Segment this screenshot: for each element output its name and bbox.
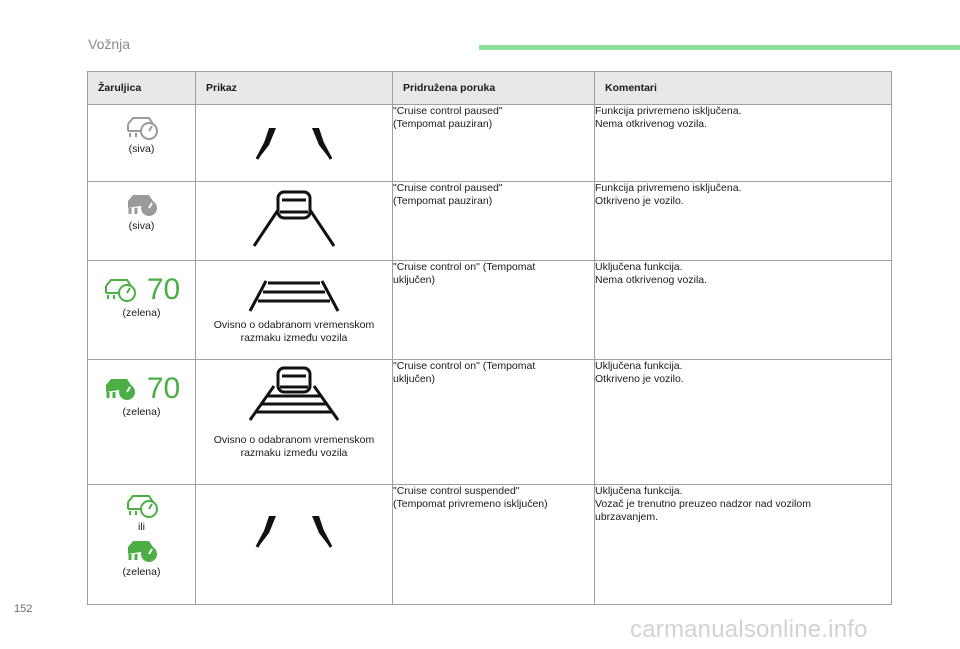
- lamp-caption: (siva): [128, 143, 155, 155]
- lamp-alt-word: ili: [138, 521, 145, 533]
- message-line: "Cruise control suspended": [393, 485, 520, 497]
- comment-cell: Uključena funkcija. Vozač je trenutno pr…: [594, 484, 892, 605]
- speed-value: 70: [146, 273, 181, 306]
- table-row: 70 (zelena): [87, 359, 892, 485]
- lamp-cell: (siva): [87, 104, 196, 182]
- lane-distance-bars-icon: [248, 280, 340, 312]
- message-line: uključen): [393, 373, 436, 385]
- prikaz-caption: Ovisno o odabranom vremenskom razmaku iz…: [213, 319, 375, 344]
- comment-cell: Uključena funkcija. Nema otkrivenog vozi…: [594, 260, 892, 360]
- comment-cell: Funkcija privremeno isključena. Nema otk…: [594, 104, 892, 182]
- header-poruka: Pridružena poruka: [392, 71, 595, 105]
- comment-cell: Uključena funkcija. Otkriveno je vozilo.: [594, 359, 892, 485]
- prikaz-caption: Ovisno o odabranom vremenskom razmaku iz…: [213, 434, 375, 459]
- message-line: (Tempomat privremeno isključen): [393, 498, 548, 510]
- cruise-control-outline-icon: [126, 495, 158, 518]
- comment-line: Uključena funkcija.: [595, 261, 683, 273]
- message-line: "Cruise control on" (Tempomat: [393, 360, 536, 372]
- prikaz-cell: [195, 104, 393, 182]
- lamp-cell: (siva): [87, 181, 196, 261]
- header-prikaz: Prikaz: [195, 71, 393, 105]
- message-line: uključen): [393, 274, 436, 286]
- message-cell: "Cruise control paused" (Tempomat pauzir…: [392, 181, 595, 261]
- lamp-cell: 70 (zelena): [87, 359, 196, 485]
- prikaz-cell: [195, 484, 393, 605]
- message-line: "Cruise control on" (Tempomat: [393, 261, 536, 273]
- cruise-control-filled-icon: [127, 541, 157, 562]
- lamp-cell: ili (zelena): [87, 484, 196, 605]
- lamp-caption: (siva): [128, 220, 155, 232]
- lane-vehicle-distance-bars-icon: [248, 366, 340, 421]
- message-cell: "Cruise control on" (Tempomat uključen): [392, 260, 595, 360]
- message-line: (Tempomat pauziran): [393, 118, 493, 130]
- speed-value: 70: [146, 372, 181, 405]
- section-title: Vožnja: [88, 36, 131, 52]
- table-header-row: Žaruljica Prikaz Pridružena poruka Komen…: [87, 71, 892, 105]
- cruise-control-outline-icon: [104, 279, 136, 302]
- comment-line: Funkcija privremeno isključena.: [595, 182, 742, 194]
- header-zaruljica: Žaruljica: [87, 71, 196, 105]
- message-line: "Cruise control paused": [393, 182, 503, 194]
- lamp-caption: (zelena): [122, 566, 161, 578]
- comment-line: Uključena funkcija.: [595, 360, 683, 372]
- cruise-control-filled-icon: [105, 379, 135, 400]
- lamp-cell: 70 (zelena): [87, 260, 196, 360]
- watermark: carmanualsonline.info: [630, 616, 868, 643]
- page-number: 152: [14, 603, 33, 615]
- message-line: "Cruise control paused": [393, 105, 503, 117]
- prikaz-cell: [195, 181, 393, 261]
- cruise-control-filled-icon: [127, 195, 157, 216]
- table-row: ili (zelena): [87, 484, 892, 605]
- table-row: 70 (zelena) Ovisno o odabranom vremensko…: [87, 260, 892, 360]
- comment-line: ubrzavanjem.: [595, 511, 659, 523]
- prikaz-cell: Ovisno o odabranom vremenskom razmaku iz…: [195, 359, 393, 485]
- cruise-control-outline-icon: [126, 117, 158, 140]
- lamp-caption: (zelena): [122, 307, 161, 319]
- lamp-caption: (zelena): [122, 406, 161, 418]
- table-row: (siva) "Cruise control paused" (Tempomat…: [87, 104, 892, 182]
- table-row: (siva) "Cruise control paused" (Tempomat…: [87, 181, 892, 261]
- message-cell: "Cruise control on" (Tempomat uključen): [392, 359, 595, 485]
- section-bar: [479, 45, 960, 50]
- comment-cell: Funkcija privremeno isključena. Otkriven…: [594, 181, 892, 261]
- prikaz-cell: Ovisno o odabranom vremenskom razmaku iz…: [195, 260, 393, 360]
- comment-line: Otkriveno je vozilo.: [595, 195, 684, 207]
- comment-line: Vozač je trenutno preuzeo nadzor nad voz…: [595, 498, 811, 510]
- comment-line: Funkcija privremeno isključena.: [595, 105, 742, 117]
- message-line: (Tempomat pauziran): [393, 195, 493, 207]
- message-cell: "Cruise control suspended" (Tempomat pri…: [392, 484, 595, 605]
- comment-line: Nema otkrivenog vozila.: [595, 274, 708, 286]
- lane-lines-icon: [255, 516, 333, 548]
- header-komentari: Komentari: [594, 71, 892, 105]
- message-cell: "Cruise control paused" (Tempomat pauzir…: [392, 104, 595, 182]
- comment-line: Uključena funkcija.: [595, 485, 683, 497]
- comment-line: Nema otkrivenog vozila.: [595, 118, 708, 130]
- lane-lines-icon: [255, 128, 333, 160]
- lane-vehicle-icon: [252, 190, 336, 247]
- warning-lamps-table: Žaruljica Prikaz Pridružena poruka Komen…: [87, 71, 892, 605]
- comment-line: Otkriveno je vozilo.: [595, 373, 684, 385]
